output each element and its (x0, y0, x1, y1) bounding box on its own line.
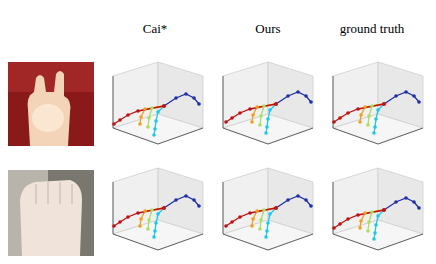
column-header: ground truth (340, 21, 405, 37)
column-header: Cai* (143, 21, 168, 37)
column-header: Ours (255, 21, 280, 37)
